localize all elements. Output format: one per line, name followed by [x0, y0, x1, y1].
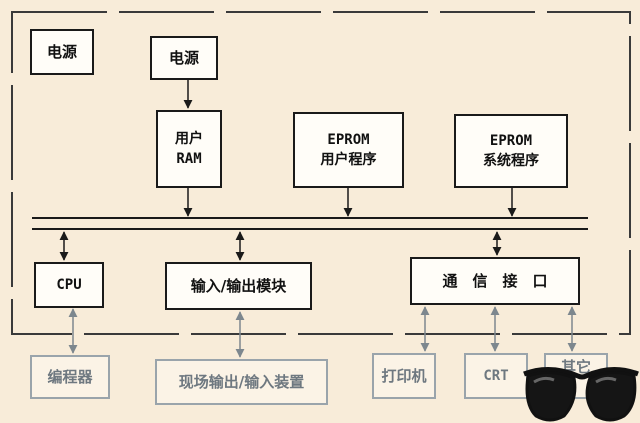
cpu-block: CPU [34, 262, 104, 308]
programmer-label: 编程器 [47, 368, 93, 386]
field-io-label: 现场输出/输入装置 [178, 373, 305, 391]
cpu-label: CPU [56, 277, 82, 293]
eprom-user-label: EPROM 用户程序 [320, 132, 377, 168]
programmer-block: 编程器 [30, 355, 110, 399]
power-inner-label: 电源 [168, 49, 199, 67]
eprom-system-program-block: EPROM 系统程序 [454, 114, 568, 188]
printer-label: 打印机 [381, 367, 427, 385]
communication-interface-block: 通 信 接 口 [410, 257, 580, 305]
printer-block: 打印机 [372, 353, 436, 399]
comm-interface-label: 通 信 接 口 [442, 272, 548, 290]
field-io-device-block: 现场输出/输入装置 [155, 359, 328, 405]
eprom-user-program-block: EPROM 用户程序 [293, 112, 404, 188]
crt-block: CRT [464, 353, 528, 399]
user-ram-block: 用户 RAM [156, 110, 222, 188]
io-module-label: 输入/输出模块 [190, 277, 287, 295]
eprom-system-label: EPROM 系统程序 [483, 133, 539, 169]
power-block: 电源 [150, 36, 218, 80]
plc-enclosure [11, 11, 631, 335]
user-ram-label: 用户 RAM [175, 131, 203, 167]
io-module-block: 输入/输出模块 [165, 262, 312, 310]
crt-label: CRT [483, 368, 509, 384]
power-block-outer: 电源 [30, 29, 94, 75]
power-outer-label: 电源 [46, 43, 77, 61]
glasses-icon [523, 367, 639, 422]
